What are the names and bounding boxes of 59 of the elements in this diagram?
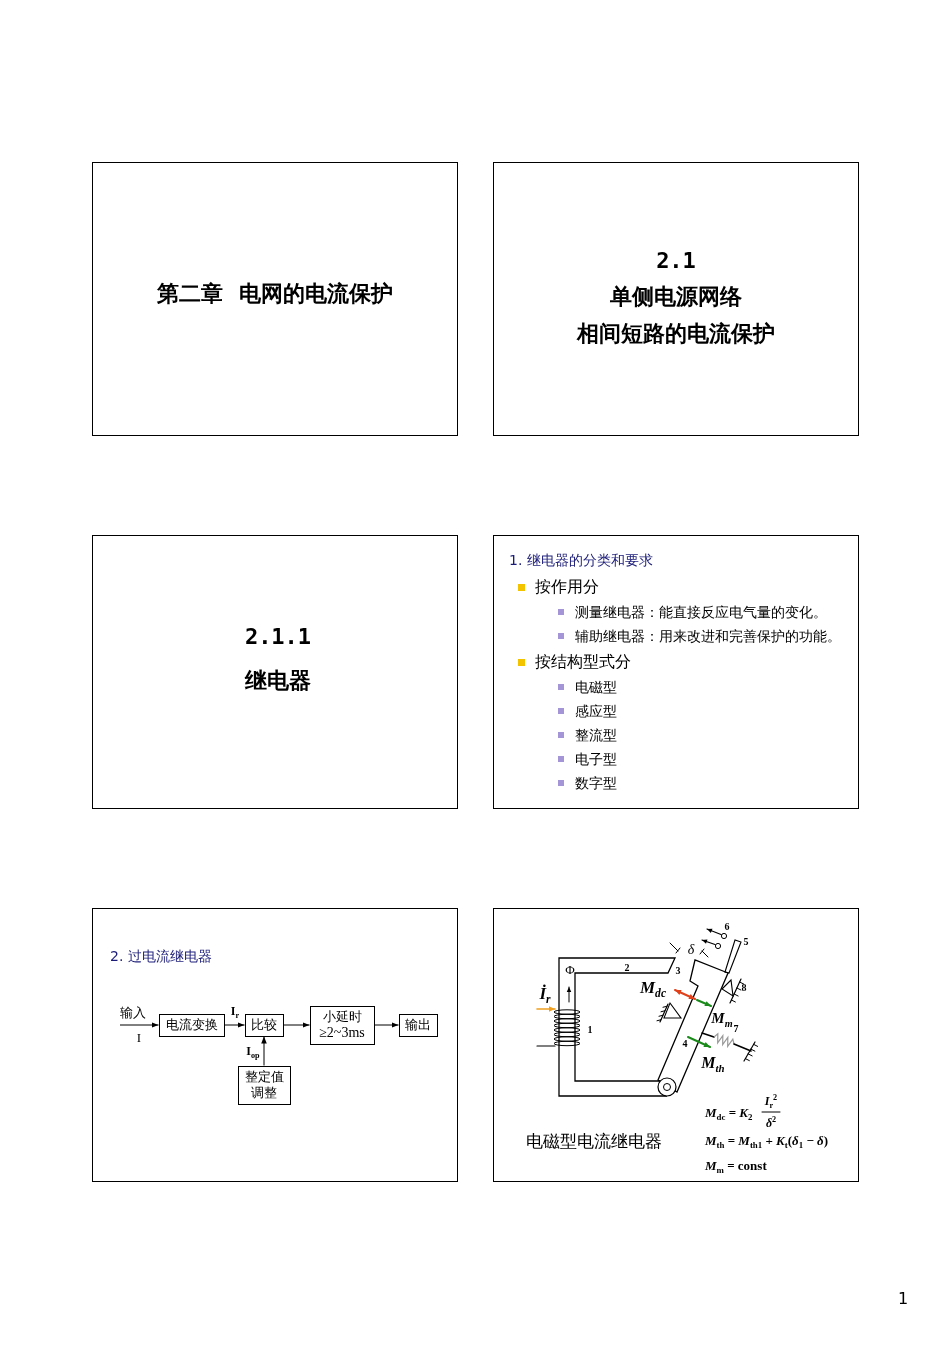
arrow xyxy=(374,1022,399,1028)
list-item: 数字型 xyxy=(575,774,617,792)
part-number: 1 xyxy=(587,1022,593,1036)
function-block: 整定值调整 xyxy=(237,1065,291,1105)
block-title: 小延时 xyxy=(322,1009,362,1025)
formula: M$_{th}$ = M$_{th1}$ + K$_{t}$(δ$_{1}$ − δ) xyxy=(705,1131,829,1149)
slide-frame xyxy=(92,535,458,809)
slide-title: 继电器 xyxy=(245,666,311,695)
function-block xyxy=(309,1005,375,1045)
part-number: 4 xyxy=(682,1036,688,1050)
part-number: 5 xyxy=(743,934,749,948)
part-number: 6 xyxy=(724,919,730,933)
list-item: 按作用分 xyxy=(535,577,599,597)
list-item: 测量继电器：能直接反应电气量的变化。 xyxy=(575,603,827,621)
figure-caption: 电磁型电流继电器 xyxy=(526,1130,662,1152)
torque-symbol: M$_{th}$ xyxy=(701,1052,725,1073)
list-item: 辅助继电器：用来改进和完善保护的功能。 xyxy=(575,627,841,645)
edge-label: I$_{r}$ xyxy=(230,1003,240,1019)
arrow xyxy=(119,1022,159,1028)
list-item: 电磁型 xyxy=(575,678,617,696)
flux-symbol: Φ xyxy=(565,960,575,978)
section-number: 2.1 xyxy=(656,246,696,275)
slide-frame xyxy=(493,162,859,436)
function-block: 电流变换 xyxy=(158,1013,225,1037)
list-item: 整流型 xyxy=(575,726,617,744)
slide-title: 第二章 电网的电流保护 xyxy=(157,279,393,308)
part-number: 8 xyxy=(741,980,747,994)
slide-title: 相间短路的电流保护 xyxy=(577,319,775,348)
part-number: 2 xyxy=(624,960,630,974)
current-symbol: İ$_{r}$ xyxy=(539,983,551,1005)
arrow xyxy=(261,1036,267,1066)
page-number: 1 xyxy=(897,1287,909,1309)
fraction-denominator: δ$^{2}$ xyxy=(765,1115,777,1131)
torque-symbol: M$_{m}$ xyxy=(711,1009,733,1028)
section-number: 2.1.1 xyxy=(244,622,312,651)
slide-heading: 2. 过电流继电器 xyxy=(110,947,212,965)
arrow xyxy=(283,1022,310,1028)
list-item: 电子型 xyxy=(575,750,617,768)
slide-frame xyxy=(92,908,458,1182)
part-number: 3 xyxy=(675,963,681,977)
function-block: 比较 xyxy=(244,1013,284,1037)
slide-frame xyxy=(92,162,458,436)
signal-label: I xyxy=(136,1028,142,1046)
slide-frame xyxy=(493,535,859,809)
part-number: 7 xyxy=(733,1021,739,1035)
list-item: 按结构型式分 xyxy=(535,652,631,672)
edge-label: I$_{op}$ xyxy=(246,1043,260,1059)
slide-frame xyxy=(493,908,859,1182)
function-block: 输出 xyxy=(398,1013,438,1037)
arrow xyxy=(224,1022,245,1028)
edge-label: 输入 xyxy=(120,1003,146,1021)
torque-symbol: M$_{dc}$ xyxy=(640,977,666,999)
slide-title: 单侧电源网络 xyxy=(610,282,742,311)
time-setting: ≥2~3ms xyxy=(319,1025,365,1041)
list-item: 感应型 xyxy=(575,702,617,720)
gap-symbol: δ xyxy=(687,941,695,959)
formula: M$_{dc}$ = K$_{2}$ xyxy=(705,1103,753,1121)
formula: M$_{m}$ = const xyxy=(705,1156,767,1174)
slide-heading: 1. 继电器的分类和要求 xyxy=(509,551,653,569)
